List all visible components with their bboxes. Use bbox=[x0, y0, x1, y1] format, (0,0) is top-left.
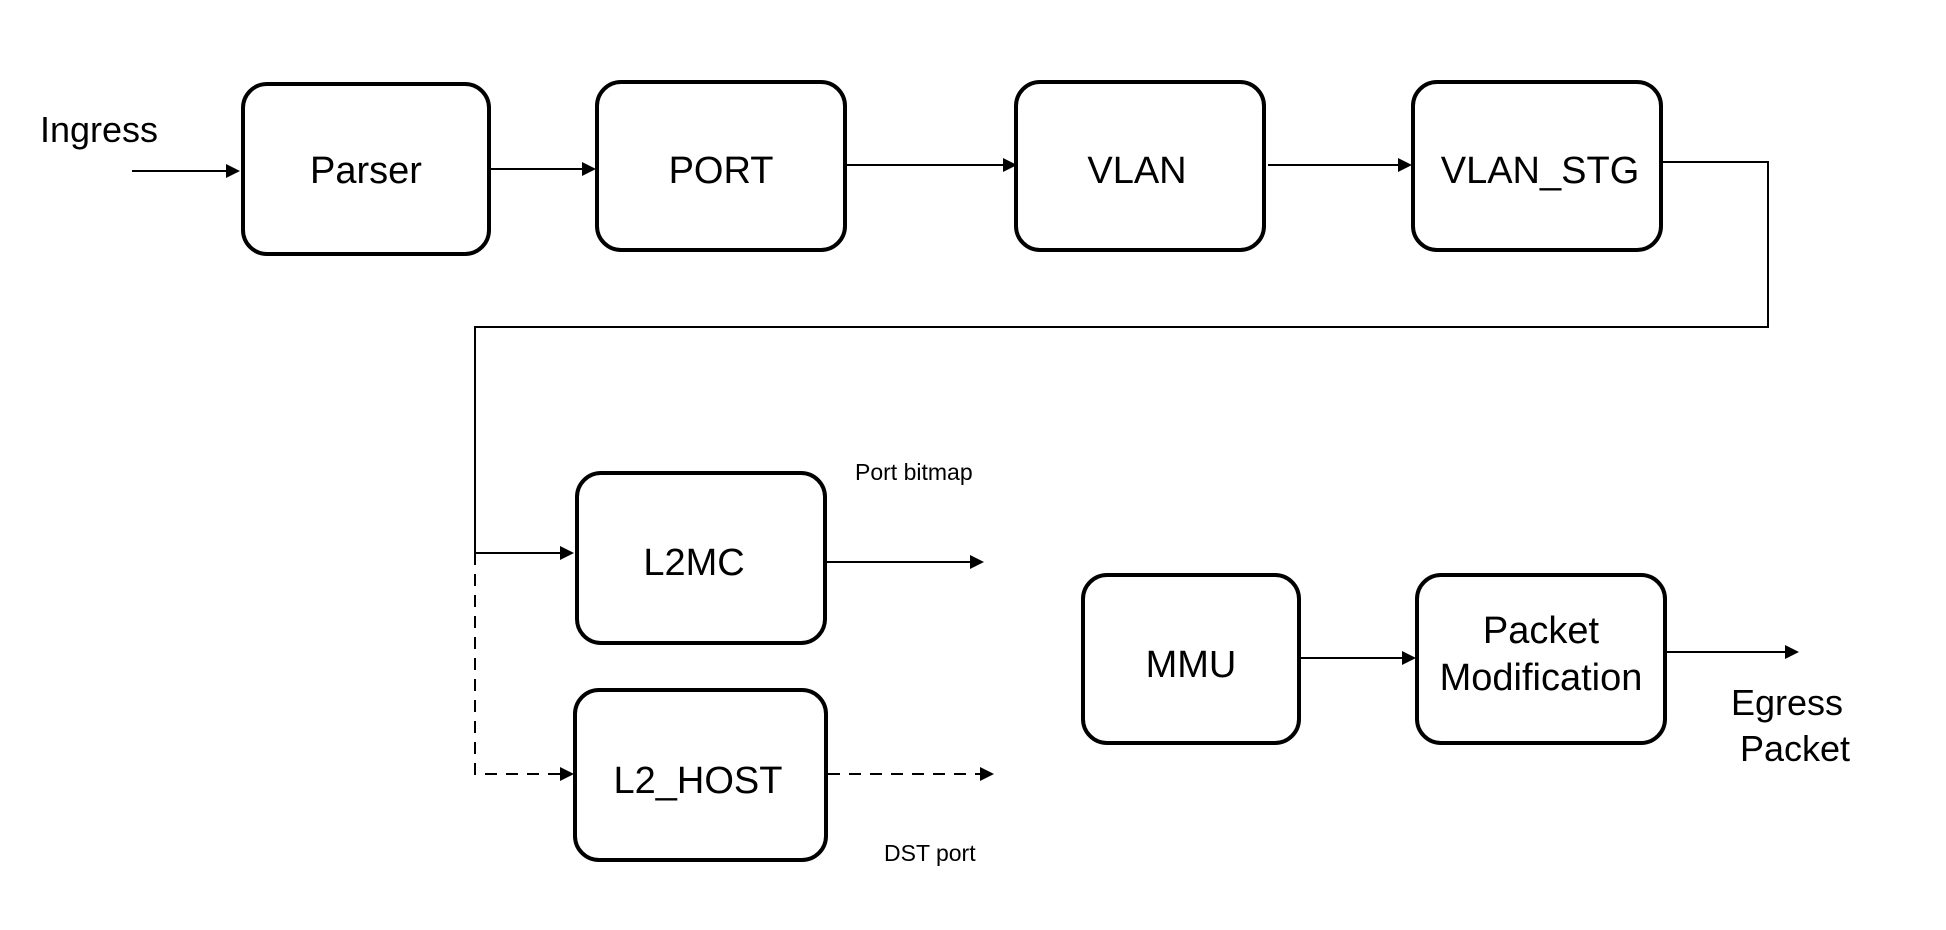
ingress-arrowhead bbox=[226, 164, 240, 178]
vlan-label: VLAN bbox=[1087, 150, 1186, 192]
l2-host-label: L2_HOST bbox=[614, 760, 783, 802]
port-label: PORT bbox=[669, 150, 774, 192]
vlan-stg-label: VLAN_STG bbox=[1441, 150, 1640, 192]
packet-mod-label-line1: Packet bbox=[1483, 610, 1600, 652]
l2mc-output-arrowhead bbox=[970, 555, 984, 569]
vlan-stg-block: VLAN_STG bbox=[1411, 80, 1663, 252]
egress-arrowhead bbox=[1785, 645, 1799, 659]
egress-label-line2: Packet bbox=[1740, 728, 1850, 769]
packet-mod-label-line2: Modification bbox=[1440, 657, 1643, 699]
port-block: PORT bbox=[595, 80, 847, 252]
port-bitmap-label: Port bitmap bbox=[855, 459, 973, 485]
vlan-to-vlanstg-arrowhead bbox=[1398, 158, 1412, 172]
branch-to-l2mc-arrowhead bbox=[560, 546, 574, 560]
parser-label: Parser bbox=[310, 150, 422, 192]
branch-to-l2host-arrowhead bbox=[560, 767, 574, 781]
l2-host-block: L2_HOST bbox=[573, 688, 828, 862]
l2host-output-arrowhead bbox=[980, 767, 994, 781]
port-to-vlan-arrowhead bbox=[1003, 158, 1017, 172]
parser-block: Parser bbox=[241, 82, 491, 256]
mmu-block: MMU bbox=[1081, 573, 1301, 745]
mmu-label: MMU bbox=[1146, 644, 1237, 686]
l2mc-block: L2MC bbox=[575, 471, 827, 645]
dst-port-label: DST port bbox=[884, 840, 976, 866]
ingress-label: Ingress bbox=[40, 109, 158, 150]
l2mc-label: L2MC bbox=[643, 542, 744, 584]
mmu-to-pktmod-arrowhead bbox=[1402, 651, 1416, 665]
packet-modification-block: Packet Modification bbox=[1415, 573, 1667, 745]
branch-to-l2host-route bbox=[474, 553, 566, 775]
egress-label-line1: Egress bbox=[1731, 682, 1843, 723]
parser-to-port-arrowhead bbox=[582, 162, 596, 176]
vlanstg-to-lookup-route bbox=[474, 161, 1769, 553]
vlan-block: VLAN bbox=[1014, 80, 1266, 252]
